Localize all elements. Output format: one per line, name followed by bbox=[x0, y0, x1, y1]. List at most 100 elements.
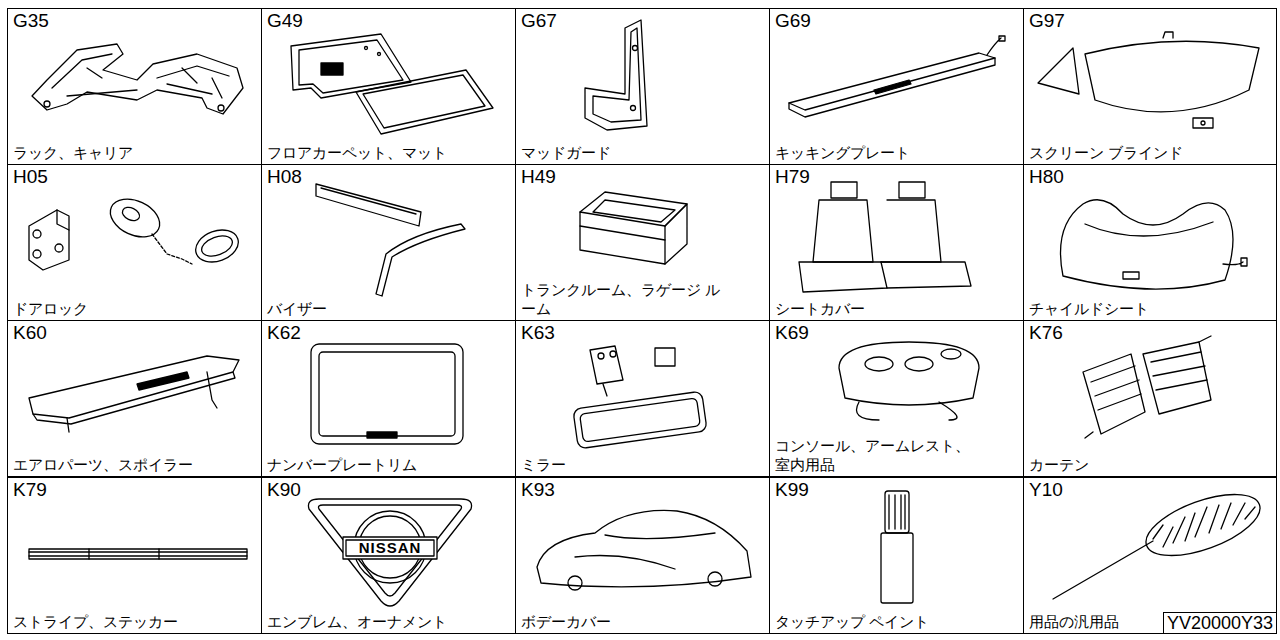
catalog-cell: G35ラック、キャリア bbox=[7, 8, 262, 165]
paint-bottle-drawing bbox=[881, 491, 913, 603]
screen-blind-drawing bbox=[1193, 118, 1213, 128]
group-name: チャイルドシート bbox=[1029, 299, 1149, 318]
rack-drawing bbox=[44, 101, 50, 107]
mud-guard-drawing bbox=[631, 106, 636, 111]
group-name: エンブレム、オーナメント bbox=[267, 612, 447, 631]
group-code: G35 bbox=[13, 10, 49, 32]
group-name: ミラー bbox=[521, 455, 566, 474]
body-cover-drawing bbox=[708, 572, 722, 586]
rack-drawing bbox=[87, 68, 222, 98]
spoiler-drawing bbox=[137, 372, 189, 390]
mud-guard-drawing bbox=[593, 28, 641, 122]
visor-drawing bbox=[316, 184, 465, 296]
drawing-number-box: YV20000Y33 bbox=[1163, 612, 1277, 634]
floor-mat-drawing bbox=[365, 47, 368, 50]
child-seat-drawing bbox=[1223, 258, 1247, 266]
group-name: トランクルーム、ラゲージ ルーム bbox=[521, 280, 721, 318]
duster-drawing bbox=[1138, 482, 1267, 568]
trunk-box-drawing bbox=[593, 200, 675, 222]
group-name: ナンバープレートリム bbox=[267, 455, 417, 474]
group-code: H80 bbox=[1029, 166, 1064, 188]
catalog-cell: H49 トランクルーム、ラゲージ ルーム bbox=[515, 164, 770, 321]
body-cover-drawing bbox=[575, 533, 715, 569]
curtain-drawing bbox=[1143, 342, 1211, 414]
rack-drawing bbox=[32, 44, 243, 114]
console-drawing bbox=[865, 357, 893, 371]
child-seat-drawing bbox=[1085, 222, 1213, 236]
seat-cover-drawing bbox=[899, 182, 925, 198]
group-name: ボデーカバー bbox=[521, 612, 611, 631]
group-code: G49 bbox=[267, 10, 303, 32]
body-cover-drawing bbox=[537, 510, 751, 590]
catalog-cell: G49フロアカーペット、マット bbox=[261, 8, 516, 165]
console-drawing bbox=[839, 342, 979, 405]
child-seat-drawing bbox=[1061, 200, 1234, 289]
mud-guard-drawing bbox=[585, 20, 647, 130]
catalog-cell: H05ドアロック bbox=[7, 164, 262, 321]
door-lock-drawing bbox=[120, 205, 141, 223]
rack-drawing bbox=[52, 54, 229, 96]
group-name: スクリーン ブラインド bbox=[1029, 143, 1183, 162]
door-lock-drawing bbox=[199, 232, 235, 260]
floor-mat-drawing bbox=[378, 53, 381, 56]
trunk-box-drawing bbox=[580, 212, 665, 264]
stripe-drawing bbox=[29, 549, 247, 559]
paint-bottle-drawing bbox=[889, 495, 905, 529]
floor-mat-drawing bbox=[291, 34, 493, 134]
door-lock-drawing bbox=[29, 210, 69, 270]
catalog-cell: K93 ボデーカバー bbox=[515, 477, 770, 634]
curtain-drawing bbox=[1091, 352, 1207, 410]
child-seat-drawing bbox=[1123, 272, 1139, 279]
mirror-drawing bbox=[573, 391, 707, 449]
floor-mat-drawing bbox=[299, 40, 403, 93]
emblem-drawing bbox=[343, 537, 437, 559]
catalog-cell: K62ナンバープレートリム bbox=[261, 320, 516, 477]
body-cover-drawing bbox=[568, 576, 582, 590]
group-code: K99 bbox=[775, 479, 809, 501]
kicking-plate-drawing bbox=[874, 80, 911, 94]
plate-trim-drawing bbox=[367, 432, 397, 438]
mirror-drawing bbox=[573, 346, 707, 449]
trunk-box-drawing bbox=[580, 226, 665, 240]
door-lock-drawing bbox=[57, 210, 69, 230]
catalog-cell: G69キッキングプレート bbox=[769, 8, 1024, 165]
group-code: K76 bbox=[1029, 322, 1063, 344]
catalog-cell: G67マッドガード bbox=[515, 8, 770, 165]
catalog-cell: Y10用品の汎用品 bbox=[1023, 477, 1277, 634]
console-drawing bbox=[905, 357, 933, 371]
door-lock-drawing bbox=[33, 250, 41, 258]
spoiler-drawing bbox=[33, 372, 235, 424]
catalog-cell: K99タッチアップ ペイント bbox=[769, 477, 1024, 634]
body-cover-drawing bbox=[537, 510, 751, 586]
stripe-drawing bbox=[29, 549, 247, 559]
duster-drawing bbox=[1153, 503, 1255, 547]
screen-blind-drawing bbox=[1201, 121, 1205, 125]
screen-blind-drawing bbox=[1038, 48, 1079, 94]
door-lock-drawing bbox=[29, 192, 243, 270]
child-seat-drawing bbox=[1061, 200, 1248, 289]
group-name: コンソール、アームレスト、 室内用品 bbox=[775, 436, 985, 474]
mud-guard-drawing bbox=[585, 20, 647, 130]
group-code: K69 bbox=[775, 322, 809, 344]
seat-cover-drawing bbox=[799, 262, 887, 292]
console-drawing bbox=[857, 402, 958, 420]
group-name: シートカバー bbox=[775, 299, 865, 318]
door-lock-drawing bbox=[104, 192, 165, 245]
group-name: マッドガード bbox=[521, 143, 611, 162]
kicking-plate-drawing bbox=[789, 53, 995, 110]
kicking-plate-drawing bbox=[987, 36, 1005, 55]
emblem-drawing bbox=[319, 505, 462, 596]
group-name: ストライプ、ステッカー bbox=[13, 612, 178, 631]
catalog-cell: K60エアロパーツ、スポイラー bbox=[7, 320, 262, 477]
visor-drawing bbox=[316, 184, 421, 226]
floor-mat-drawing bbox=[321, 63, 343, 75]
emblem-lettering: NISSAN bbox=[343, 537, 437, 559]
paint-bottle-drawing bbox=[885, 491, 909, 533]
plate-trim-drawing bbox=[311, 344, 463, 444]
group-code: K93 bbox=[521, 479, 555, 501]
mirror-drawing bbox=[590, 346, 623, 384]
rack-drawing bbox=[218, 105, 224, 111]
group-code: H49 bbox=[521, 166, 556, 188]
curtain-drawing bbox=[1085, 336, 1211, 438]
